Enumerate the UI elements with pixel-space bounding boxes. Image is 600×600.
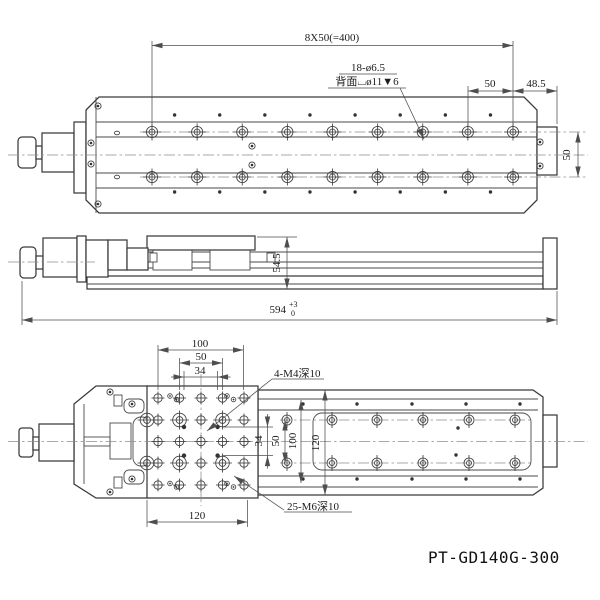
adjustment-knob-side — [19, 246, 37, 279]
hole-callout-leader — [399, 87, 425, 140]
drive-housing-side — [42, 237, 78, 278]
drive-housing-top — [41, 132, 75, 173]
part-number-label: PT-GD140G-300 — [428, 548, 560, 567]
mount-flange-side — [76, 235, 87, 283]
dim-overall-length: 594 — [270, 304, 287, 316]
oil-slot — [113, 130, 121, 136]
knob-shaft-top — [35, 145, 43, 160]
dimensions-bottom-view: 100 50 34 120 34 50 100 120 4-M4深10 25-M… — [146, 338, 352, 527]
side-view — [19, 235, 558, 290]
note-m6-leader — [233, 475, 285, 511]
slot — [123, 398, 145, 414]
slide-tongue-bottom — [542, 414, 558, 468]
dim-vert-120: 120 — [310, 434, 322, 451]
dim-top-34: 34 — [195, 365, 207, 377]
dim-edge-50: 50 — [485, 78, 497, 90]
adjustment-knob-top — [17, 136, 37, 169]
hole-callout-line2: 背面⌴ø11▼6 — [335, 74, 399, 88]
base-rail-side — [86, 275, 544, 290]
adjustment-knob-bottom — [18, 427, 34, 458]
dim-row-spacing: 50 — [561, 149, 573, 161]
dimensions-side-view: 54.5 594 +3 0 — [21, 236, 558, 325]
dim-vert-50: 50 — [270, 435, 282, 447]
dim-tol-lower: 0 — [291, 309, 295, 318]
oil-slot — [113, 174, 121, 180]
bearing-block — [152, 249, 193, 271]
dim-vert-34: 34 — [253, 435, 265, 447]
dim-edge-48-5: 48.5 — [526, 78, 546, 90]
dim-tol-upper: +3 — [289, 300, 298, 309]
note-m6: 25-M6深10 — [287, 500, 339, 513]
note-m4: 4-M4深10 — [274, 367, 321, 380]
mount-flange-top — [73, 121, 87, 194]
dim-hole-pitch: 8X50(=400) — [305, 32, 360, 44]
slide-tongue-top — [536, 126, 558, 176]
end-block-side — [542, 237, 558, 290]
drive-housing-bottom — [73, 385, 149, 499]
dim-vert-100: 100 — [287, 432, 299, 449]
slot — [123, 469, 145, 485]
hole-callout-line1: 18-ø6.5 — [351, 62, 385, 74]
dimensions-top-view: 8X50(=400) 50 48.5 50 18-ø6.5 背面⌴ø11▼6 — [151, 32, 581, 177]
dim-top-100: 100 — [192, 338, 209, 350]
motor-block-bottom — [38, 423, 75, 462]
carriage-plate-side — [146, 235, 256, 251]
note-m4-leader — [206, 378, 273, 432]
dim-height: 54.5 — [271, 253, 283, 273]
bearing-block — [209, 249, 251, 271]
dim-top-50: 50 — [196, 351, 208, 363]
dim-bottom-120: 120 — [189, 510, 206, 522]
